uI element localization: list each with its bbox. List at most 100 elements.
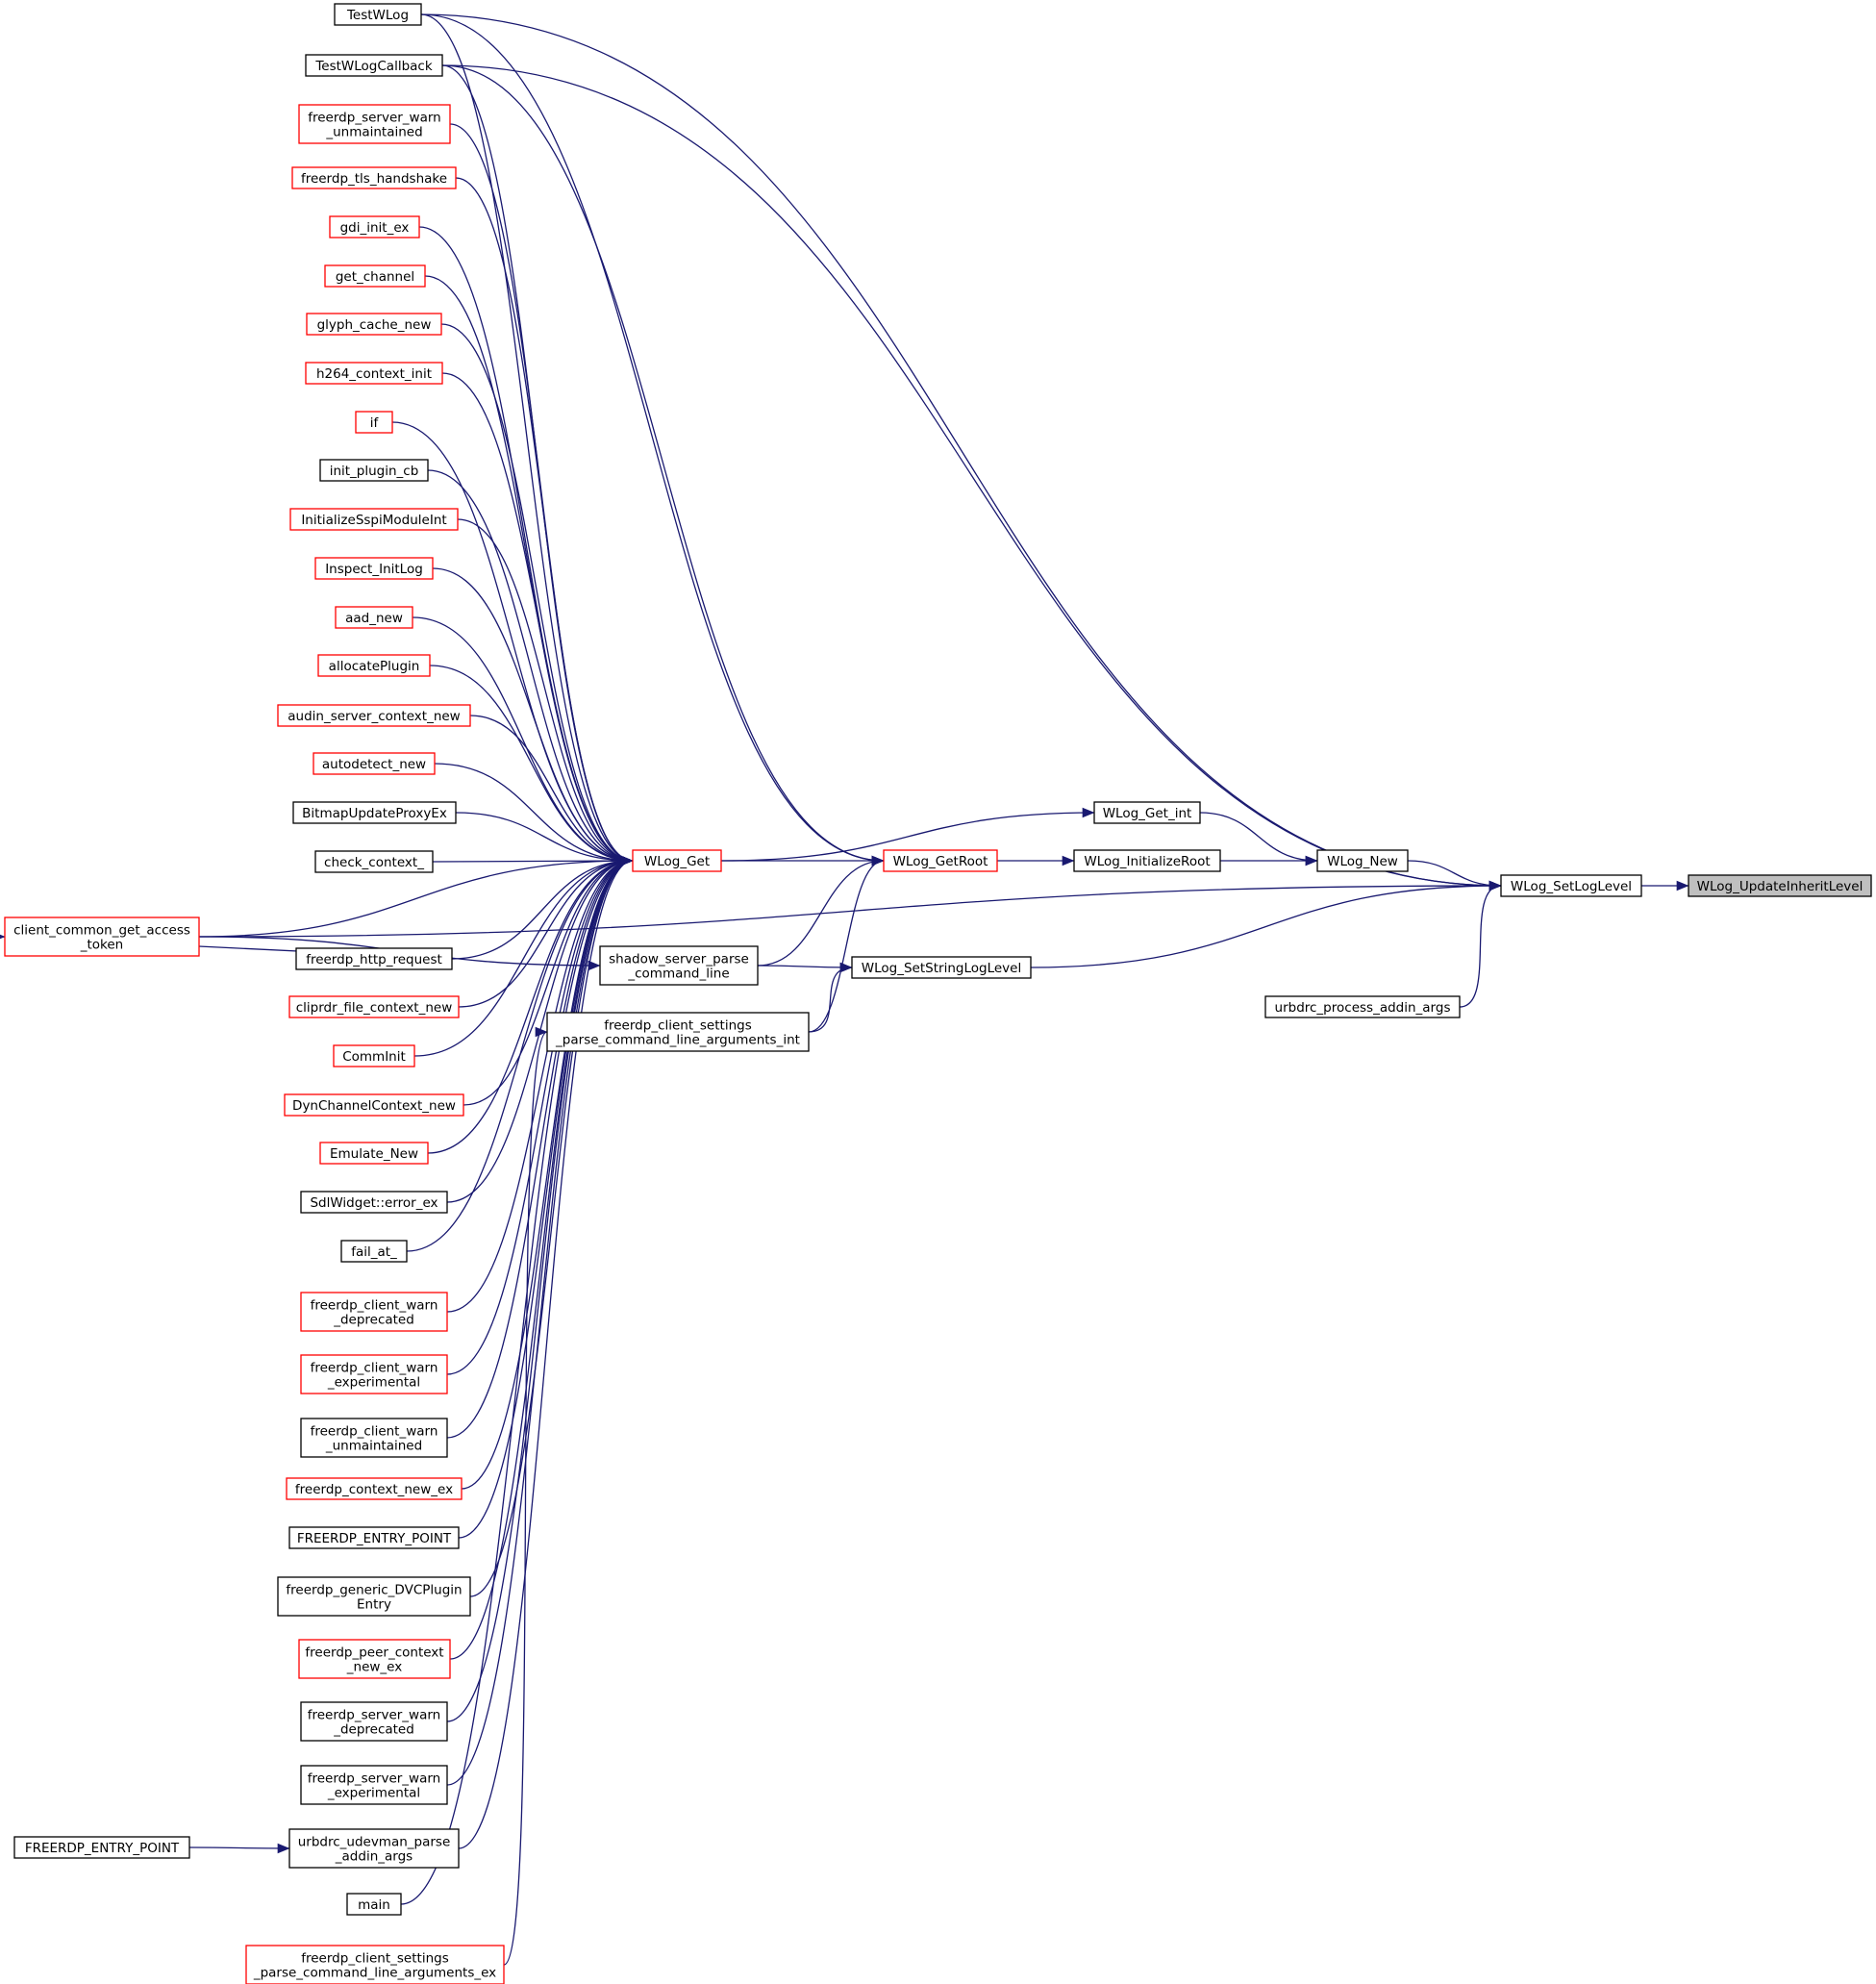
node-label: freerdp_http_request xyxy=(306,952,442,967)
node-inspect-init-log[interactable]: Inspect_InitLog xyxy=(314,557,434,580)
node-wlog-new[interactable]: WLog_New xyxy=(1316,849,1409,872)
node-label: freerdp_client_settings xyxy=(604,1018,751,1034)
edge-dyn-channel-context-new-to-wlog-get xyxy=(463,855,634,1106)
node-box xyxy=(300,1765,448,1805)
node-label: freerdp_context_new_ex xyxy=(295,1482,453,1497)
node-tls-hs[interactable]: freerdp_tls_handshake xyxy=(291,166,457,189)
node-label: SdlWidget::error_ex xyxy=(310,1195,438,1211)
node-get-channel[interactable]: get_channel xyxy=(324,264,426,288)
node-box xyxy=(298,1639,451,1679)
node-h264-context-init[interactable]: h264_context_init xyxy=(305,362,443,385)
node-allocate-plugin[interactable]: allocatePlugin xyxy=(317,654,431,677)
node-label: check_context_ xyxy=(324,855,424,870)
node-emulate-new[interactable]: Emulate_New xyxy=(319,1142,429,1165)
node-label: _token xyxy=(80,938,124,953)
node-label: shadow_server_parse xyxy=(609,952,749,967)
edge-cc-get-access-to-wlog-get xyxy=(198,855,634,938)
node-fail-at[interactable]: fail_at_ xyxy=(340,1240,408,1263)
node-box xyxy=(346,1893,402,1916)
edge-init-sspi-to-wlog-get xyxy=(457,518,634,866)
node-wlog-get[interactable]: WLog_Get xyxy=(632,849,722,872)
node-label: freerdp_client_warn xyxy=(311,1361,438,1376)
edge-fsw-experimental-to-wlog-get xyxy=(446,855,634,1786)
edge-shadow-parse-to-wlog-set-string-log-level xyxy=(757,962,853,973)
node-autodetect-new[interactable]: autodetect_new xyxy=(313,752,436,775)
edge-inspect-init-log-to-wlog-get xyxy=(432,567,634,866)
node-audin-srv[interactable]: audin_server_context_new xyxy=(277,704,471,727)
node-box xyxy=(851,956,1032,979)
node-box xyxy=(306,313,442,336)
node-bitmap-update-proxy-ex[interactable]: BitmapUpdateProxyEx xyxy=(292,801,457,824)
node-shadow-parse[interactable]: shadow_server_parse_command_line xyxy=(599,945,759,986)
node-fep-2[interactable]: FREERDP_ENTRY_POINT xyxy=(13,1836,190,1859)
node-label: h264_context_init xyxy=(316,366,432,382)
node-peer-ctx-new-ex[interactable]: freerdp_peer_context_new_ex xyxy=(298,1639,451,1679)
edge-udevman-parse-to-wlog-get xyxy=(458,855,634,1849)
node-label: WLog_Get_int xyxy=(1103,806,1192,821)
node-label: WLog_SetStringLogLevel xyxy=(862,961,1021,976)
node-fsw-deprecated[interactable]: freerdp_server_warn_deprecated xyxy=(300,1701,448,1742)
node-test-wlog[interactable]: TestWLog xyxy=(334,3,422,26)
edge-fcs-parse-ex-to-fcs-parse-int xyxy=(503,1027,548,1966)
node-init-sspi[interactable]: InitializeSspiModuleInt xyxy=(289,508,459,531)
node-fcs-parse-ex[interactable]: freerdp_client_settings_parse_command_li… xyxy=(245,1945,505,1984)
node-box xyxy=(324,264,426,288)
edge-allocate-plugin-to-wlog-get xyxy=(429,665,634,866)
node-context-new-ex[interactable]: freerdp_context_new_ex xyxy=(286,1477,463,1500)
node-cc-get-access[interactable]: client_common_get_access_token xyxy=(4,917,200,957)
node-wlog-set-string-log-level[interactable]: WLog_SetStringLogLevel xyxy=(851,956,1032,979)
edge-autodetect-new-to-wlog-get xyxy=(434,763,634,866)
node-fcw-experimental[interactable]: freerdp_client_warn_experimental xyxy=(300,1354,448,1394)
node-dyn-channel-context-new[interactable]: DynChannelContext_new xyxy=(284,1093,464,1117)
node-label: TestWLog xyxy=(346,8,409,23)
node-fcw-deprecated[interactable]: freerdp_client_warn_deprecated xyxy=(300,1292,448,1332)
node-wlog-get-int[interactable]: WLog_Get_int xyxy=(1093,801,1201,824)
node-fcs-parse-int[interactable]: freerdp_client_settings_parse_command_li… xyxy=(546,1012,810,1052)
node-init-plugin-cb[interactable]: init_plugin_cb xyxy=(319,459,429,482)
edge-fep-1-to-wlog-get xyxy=(458,855,634,1539)
node-label: WLog_Get xyxy=(644,854,710,869)
node-label: WLog_InitializeRoot xyxy=(1084,854,1210,869)
node-box xyxy=(305,362,443,385)
edge-if-to-wlog-get xyxy=(391,421,634,866)
node-wlog-get-root[interactable]: WLog_GetRoot xyxy=(883,849,998,872)
node-label: autodetect_new xyxy=(322,757,426,772)
edge-test-wlog-callback-to-wlog-get-root xyxy=(441,64,885,866)
node-fsw-unmaint[interactable]: freerdp_server_warn_unmaintained xyxy=(298,104,451,144)
edge-wlog-set-string-log-level-to-wlog-set-log-level xyxy=(1030,880,1502,968)
node-fsw-experimental[interactable]: freerdp_server_warn_experimental xyxy=(300,1765,448,1805)
node-label: InitializeSspiModuleInt xyxy=(301,513,446,528)
node-test-wlog-callback[interactable]: TestWLogCallback xyxy=(305,54,443,77)
node-cliprdr-fcn[interactable]: cliprdr_file_context_new xyxy=(288,995,460,1018)
node-wlog-initialize-root[interactable]: WLog_InitializeRoot xyxy=(1073,849,1221,872)
node-urbdrc-process[interactable]: urbdrc_process_addin_args xyxy=(1264,995,1461,1018)
node-glyph-cache-new[interactable]: glyph_cache_new xyxy=(306,313,442,336)
node-wlog-set-log-level[interactable]: WLog_SetLogLevel xyxy=(1500,874,1642,897)
edge-h264-context-init-to-wlog-get xyxy=(441,372,634,866)
node-box xyxy=(305,54,443,77)
edge-layer xyxy=(0,13,1689,1966)
node-box xyxy=(13,1836,190,1859)
node-fcw-unmaint[interactable]: freerdp_client_warn_unmaintained xyxy=(300,1418,448,1458)
node-wlog-update-inherit-level[interactable]: WLog_UpdateInheritLevel xyxy=(1688,874,1872,897)
node-gdi-init-ex[interactable]: gdi_init_ex xyxy=(329,215,420,239)
node-fep-1[interactable]: FREERDP_ENTRY_POINT xyxy=(288,1526,460,1549)
node-main[interactable]: main xyxy=(346,1893,402,1916)
node-sdl-widget-error-ex[interactable]: SdlWidget::error_ex xyxy=(300,1191,448,1214)
node-label: glyph_cache_new xyxy=(317,317,432,333)
node-aad-new[interactable]: aad_new xyxy=(335,606,413,629)
node-if[interactable]: if xyxy=(355,411,393,434)
node-check-context[interactable]: check_context_ xyxy=(314,850,434,873)
edge-test-wlog-to-wlog-get xyxy=(420,13,634,866)
node-label: TestWLogCallback xyxy=(314,59,433,74)
node-udevman-parse[interactable]: urbdrc_udevman_parse_addin_args xyxy=(288,1828,460,1869)
edge-fep-2-to-udevman-parse xyxy=(188,1843,290,1854)
edge-audin-srv-to-wlog-get xyxy=(469,715,634,866)
node-box xyxy=(298,104,451,144)
node-box xyxy=(319,459,429,482)
node-comm-init[interactable]: CommInit xyxy=(333,1044,415,1067)
node-box xyxy=(317,654,431,677)
node-label: freerdp_server_warn xyxy=(308,1771,441,1787)
node-http-request[interactable]: freerdp_http_request xyxy=(295,947,453,970)
